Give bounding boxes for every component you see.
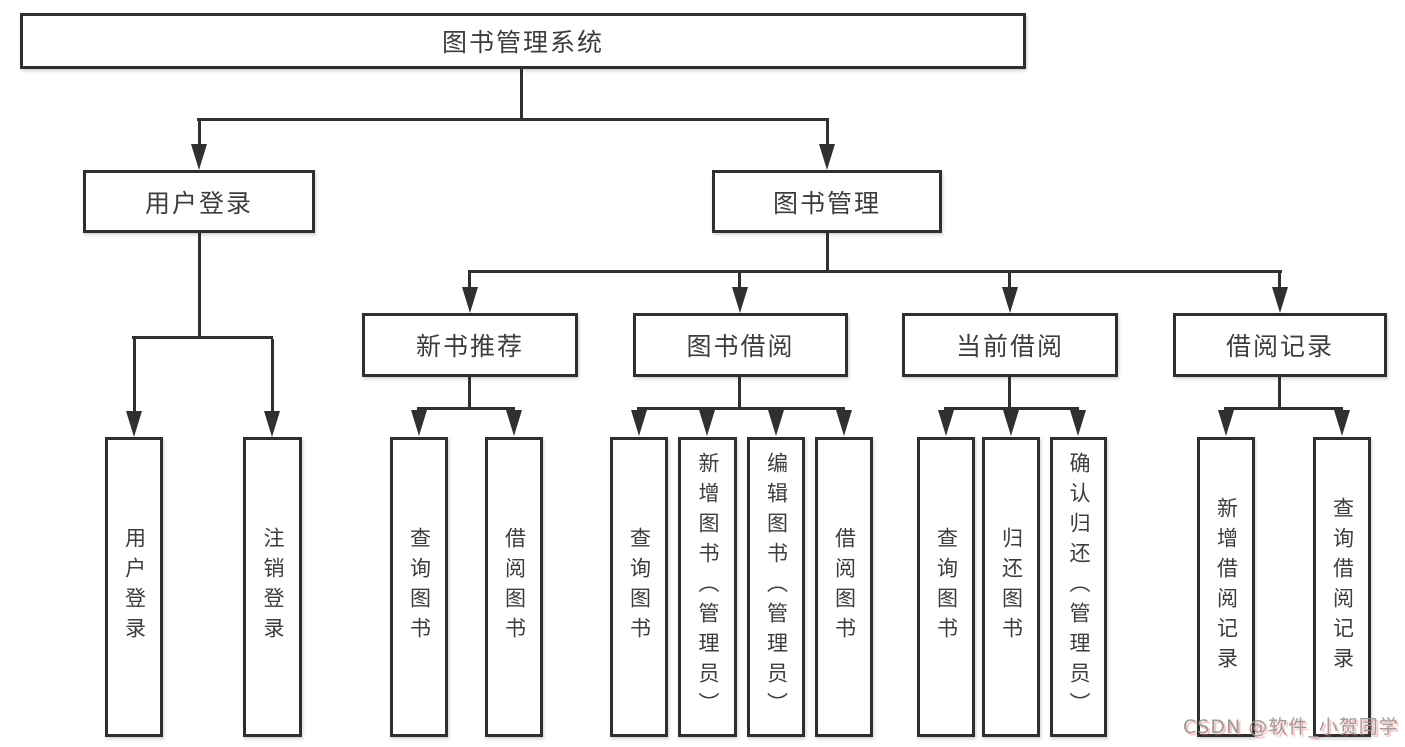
connector-new-book-trunk — [468, 377, 471, 410]
leaf-query-books-current: 查询图书 — [917, 437, 975, 737]
leaf-add-books-admin: 新增图书（管理员） — [678, 437, 737, 737]
node-new-book-recommendation: 新书推荐 — [362, 313, 578, 377]
node-label: 确认归还（管理员） — [1067, 452, 1091, 722]
node-current-borrowing: 当前借阅 — [902, 313, 1118, 377]
connector-borrowing-records-trunk — [1278, 377, 1281, 410]
arrow-down-icon — [1003, 410, 1019, 436]
arrow-down-icon — [126, 411, 142, 437]
arrow-down-icon — [938, 410, 954, 436]
node-label: 新增借阅记录 — [1214, 497, 1239, 677]
node-library-management-system: 图书管理系统 — [20, 13, 1026, 69]
leaf-borrow-books-recommend: 借阅图书 — [485, 437, 543, 737]
connector-to-leaf-logout — [271, 339, 274, 413]
connector-to-borrowing-records — [1278, 273, 1281, 289]
connector-book-management-bar — [468, 270, 1282, 273]
arrow-down-icon — [1334, 410, 1350, 436]
arrow-down-icon — [819, 144, 835, 170]
arrow-down-icon — [411, 410, 427, 436]
arrow-down-icon — [191, 144, 207, 170]
node-label: 图书借阅 — [686, 332, 795, 361]
connector-to-new-book — [468, 273, 471, 289]
connector-root-trunk — [520, 69, 523, 121]
arrow-down-icon — [631, 410, 647, 436]
connector-borrowing-records-bar — [1224, 407, 1343, 410]
connector-current-borrowing-bar — [944, 407, 1079, 410]
leaf-query-books-recommend: 查询图书 — [390, 437, 448, 737]
connector-new-book-bar — [417, 407, 515, 410]
node-label: 用户登录 — [144, 188, 253, 218]
node-label: 新增图书（管理员） — [696, 452, 720, 722]
arrow-down-icon — [768, 410, 784, 436]
leaf-query-books-borrowing: 查询图书 — [610, 437, 668, 737]
node-label: 借阅记录 — [1225, 332, 1334, 361]
connector-to-user-login — [198, 121, 201, 146]
arrow-down-icon — [732, 287, 748, 313]
arrow-down-icon — [506, 410, 522, 436]
connector-to-book-management — [826, 121, 829, 146]
node-label: 用户登录 — [122, 527, 147, 647]
leaf-add-borrow-record: 新增借阅记录 — [1197, 437, 1255, 737]
node-label: 查询图书 — [407, 527, 432, 647]
arrow-down-icon — [1272, 287, 1288, 313]
node-label: 当前借阅 — [955, 332, 1064, 361]
node-book-management: 图书管理 — [712, 170, 942, 233]
connector-to-book-borrowing — [738, 273, 741, 289]
connector-user-login-trunk — [198, 233, 201, 339]
watermark-csdn: CSDN @软件_小贺同学 — [1183, 716, 1399, 738]
node-book-borrowing: 图书借阅 — [633, 313, 848, 377]
node-label: 编辑图书（管理员） — [764, 452, 789, 722]
arrow-down-icon — [699, 410, 715, 436]
connector-user-login-bar — [132, 336, 273, 339]
arrow-down-icon — [264, 411, 280, 437]
node-label: 注销登录 — [261, 527, 285, 647]
arrow-down-icon — [462, 287, 478, 313]
node-label: 借阅图书 — [832, 527, 857, 647]
node-label: 图书管理系统 — [441, 28, 604, 57]
arrow-down-icon — [1218, 410, 1234, 436]
leaf-return-books: 归还图书 — [982, 437, 1040, 737]
node-label: 新书推荐 — [415, 332, 524, 361]
node-label: 借阅图书 — [502, 527, 527, 647]
node-label: 查询图书 — [627, 527, 652, 647]
connector-current-borrowing-trunk — [1008, 377, 1011, 410]
leaf-confirm-return-admin: 确认归还（管理员） — [1050, 437, 1107, 737]
connector-to-leaf-user-login — [133, 339, 136, 413]
leaf-borrow-books-borrowing: 借阅图书 — [815, 437, 873, 737]
node-label: 查询借阅记录 — [1330, 497, 1355, 677]
node-label: 查询图书 — [934, 527, 959, 647]
leaf-query-borrow-record: 查询借阅记录 — [1313, 437, 1371, 737]
node-user-login: 用户登录 — [83, 170, 315, 233]
connector-book-borrowing-trunk — [738, 377, 741, 410]
arrow-down-icon — [1002, 287, 1018, 313]
node-borrowing-records: 借阅记录 — [1173, 313, 1387, 377]
arrow-down-icon — [1070, 410, 1086, 436]
connector-book-borrowing-bar — [637, 407, 845, 410]
leaf-user-login: 用户登录 — [105, 437, 163, 737]
connector-book-management-trunk — [826, 233, 829, 273]
node-label: 图书管理 — [772, 188, 881, 218]
arrow-down-icon — [836, 410, 852, 436]
connector-to-current-borrowing — [1008, 273, 1011, 289]
leaf-edit-books-admin: 编辑图书（管理员） — [747, 437, 805, 737]
leaf-logout: 注销登录 — [243, 437, 302, 737]
node-label: 归还图书 — [999, 527, 1024, 647]
connector-root-bar — [197, 118, 829, 121]
